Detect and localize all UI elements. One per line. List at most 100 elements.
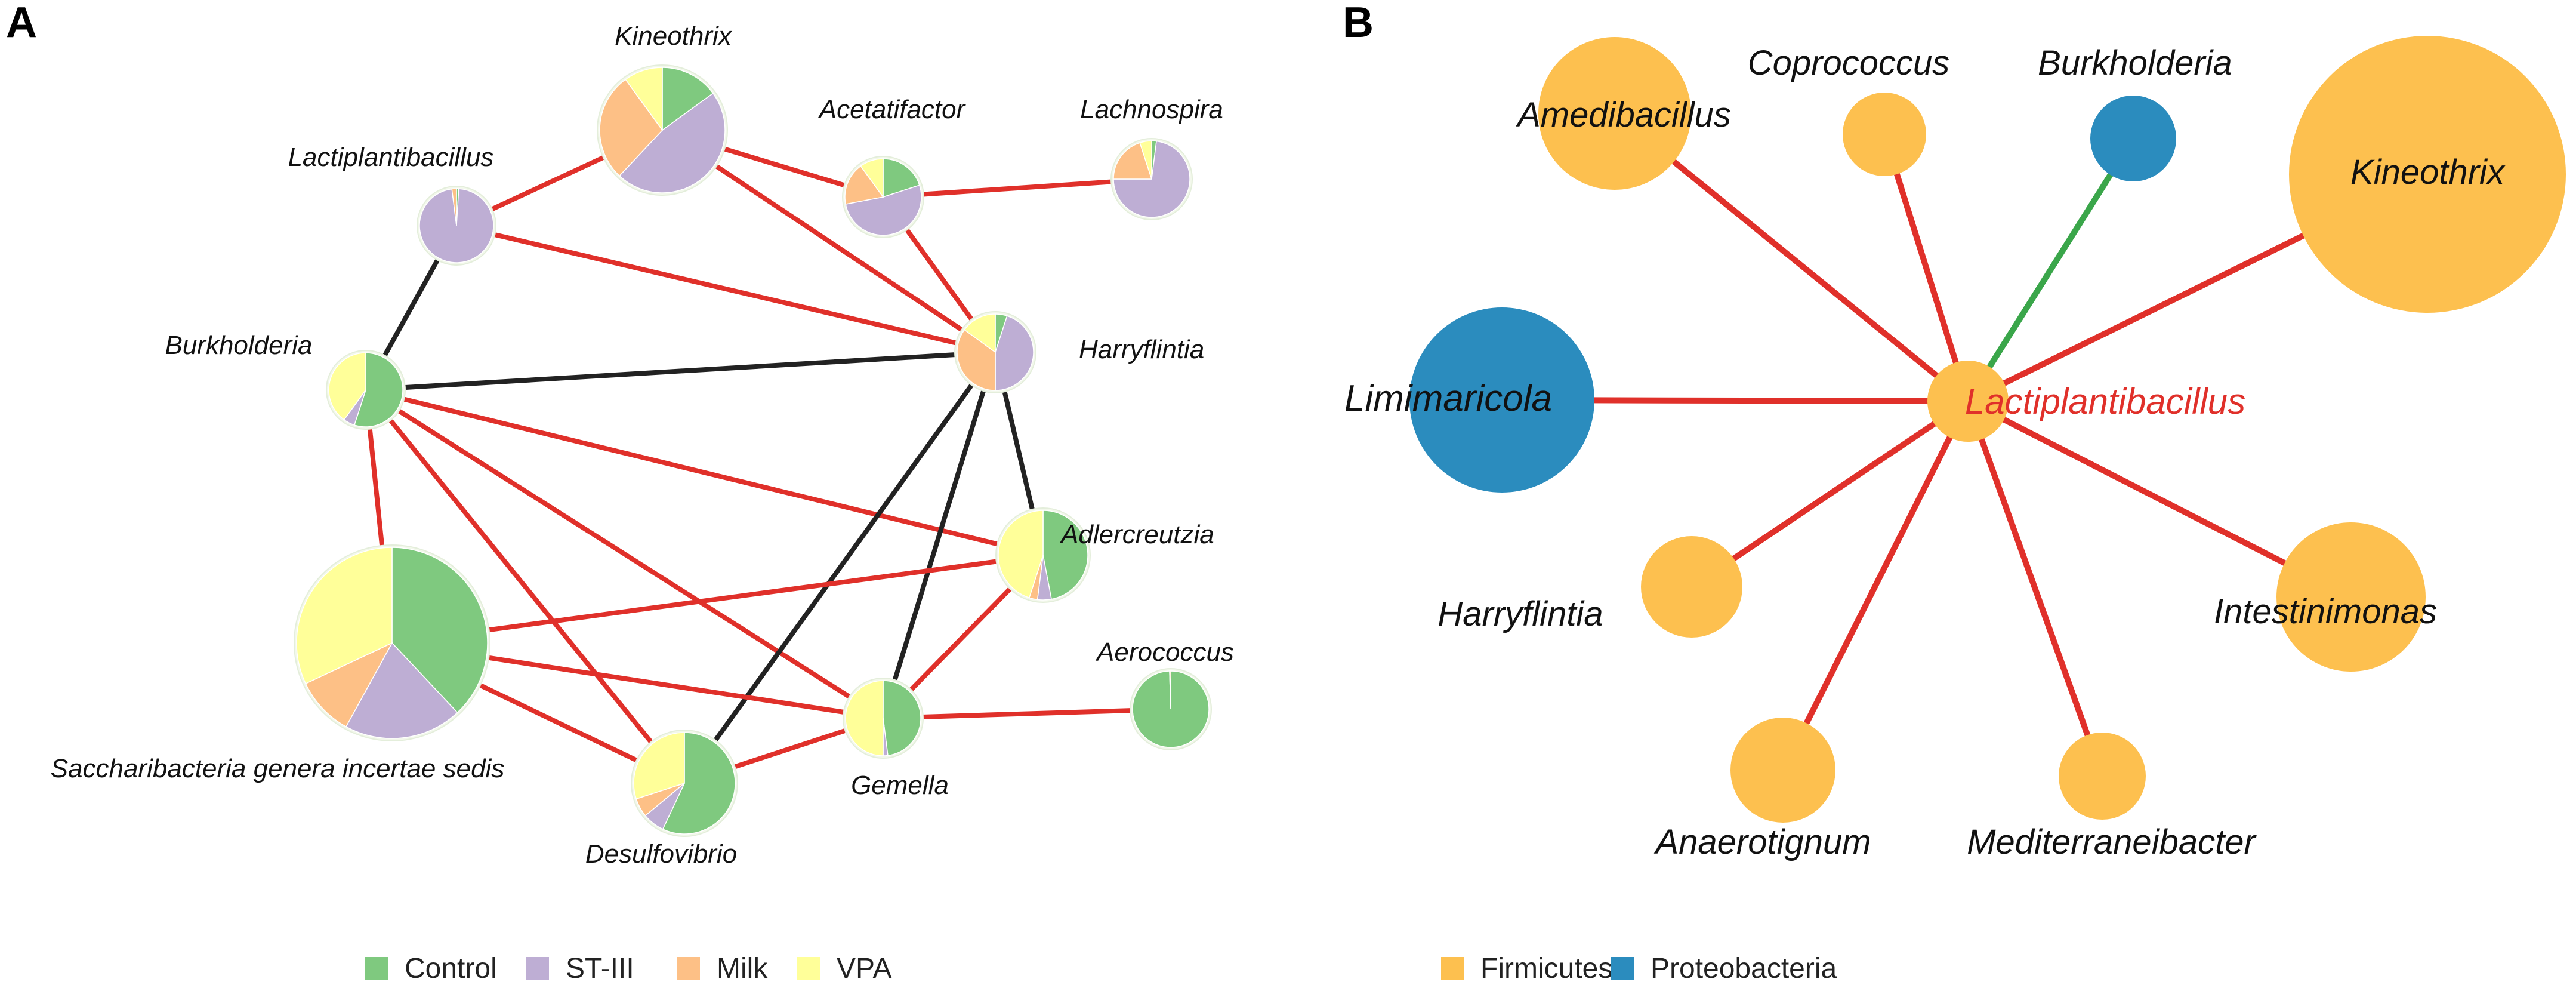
node-label-lactiplantibacillus: Lactiplantibacillus: [288, 143, 494, 172]
legend-label: Control: [405, 953, 497, 984]
pie-node-burkholderia: [326, 350, 406, 430]
node-label-gemella: Gemella: [851, 771, 949, 800]
legend-label: Firmicutes: [1480, 953, 1612, 984]
node-center-lactiplantibacillus: [1927, 361, 2009, 442]
legend-swatch: [797, 957, 820, 980]
pie-slice-st-iii: [995, 315, 1034, 391]
node-label-burkholderia: Burkholderia: [2038, 44, 2232, 82]
node-label-burkholderia: Burkholderia: [165, 331, 312, 360]
node-label-mediterraneibacter: Mediterraneibacter: [1967, 823, 2257, 861]
edge-lactiplantibacillus-coprococcus: [1881, 133, 1971, 402]
node-label-kineothrix: Kineothrix: [2350, 153, 2506, 192]
edge-lactiplantibacillus-burkholderia: [1965, 137, 2136, 403]
legend-item-st-iii: ST-III: [526, 953, 634, 984]
panel-b-letter: B: [1343, 0, 1374, 47]
legend-label: ST-III: [566, 953, 634, 984]
node-burkholderia: [2090, 96, 2176, 181]
edge-ace-lac: [883, 177, 1152, 199]
edge-gem-aer: [883, 707, 1171, 721]
legend-label: Milk: [717, 953, 768, 984]
edge-bur-des: [363, 388, 687, 785]
panel-b-edges: [1501, 111, 2429, 777]
edge-har-gem: [881, 351, 998, 719]
pie-slice-control: [1042, 510, 1088, 600]
pie-slice-milk: [451, 188, 457, 226]
node-label-anaerotignum: Anaerotignum: [1653, 823, 1871, 861]
pie-node-lachnospira: [1110, 138, 1193, 220]
panel-a-letter: A: [6, 0, 37, 47]
node-label-amedibacillus: Amedibacillus: [1516, 96, 1731, 134]
pie-slice-st-iii: [619, 93, 726, 193]
pie-node-gemella: [843, 678, 924, 759]
edge-lactiplantibacillus-mediterraneibacter: [1965, 400, 2105, 777]
panel-a-nodes: [294, 64, 1212, 837]
pie-slice-vpa: [998, 510, 1044, 599]
pie-node-kineothrix: [597, 64, 728, 196]
pie-slice-control: [883, 158, 920, 198]
pie-slice-control: [391, 547, 488, 713]
pie-slice-vpa: [845, 680, 884, 756]
pie-slice-vpa: [964, 313, 996, 353]
legend-swatch: [1611, 957, 1634, 980]
node-label-intestinimonas: Intestinimonas: [2214, 592, 2437, 631]
pie-node-acetatifactor: [842, 156, 924, 238]
edge-bur-gem: [364, 387, 885, 721]
pie-slice-control: [662, 67, 714, 131]
panel-a-edges: [363, 128, 1171, 786]
pie-slice-st-iii: [345, 642, 458, 739]
node-harryflintia: [1641, 536, 1742, 638]
pie-slice-vpa: [328, 352, 366, 421]
legend-item-vpa: VPA: [797, 953, 891, 984]
pie-slice-milk: [1169, 670, 1171, 710]
node-coprococcus: [1843, 93, 1926, 176]
node-mediterraneibacter: [2059, 733, 2146, 820]
legend-item-firmicutes: Firmicutes: [1441, 953, 1612, 984]
node-kineothrix: [2289, 36, 2566, 313]
node-label-harryflintia: Harryflintia: [1437, 595, 1603, 633]
edge-bur-adl: [365, 387, 1044, 558]
edge-lpb-har: [456, 223, 996, 355]
pie-slice-control: [353, 352, 403, 427]
pie-node-harryflintia: [954, 311, 1036, 393]
edge-bur-har: [365, 350, 996, 392]
edge-sac-adl: [391, 553, 1044, 645]
pie-node-aerococcus: [1130, 668, 1212, 750]
node-limimaricola: [1409, 307, 1594, 493]
edge-kin-har: [661, 128, 997, 355]
pie-slice-milk: [1113, 142, 1153, 180]
node-label-harryflintia: Harryflintia: [1079, 335, 1204, 364]
node-label-saccharibacteria-genera-incertae-sedis: Saccharibacteria genera incertae sedis: [51, 754, 505, 783]
edge-lactiplantibacillus-anaerotignum: [1780, 399, 1971, 772]
node-label-center-lactiplantibacillus: Lactiplantibacillus: [1965, 381, 2245, 421]
pie-node-lactiplantibacillus: [417, 186, 496, 266]
node-amedibacillus: [1538, 37, 1691, 190]
legend-swatch: [677, 957, 700, 980]
pie-slice-milk: [844, 165, 884, 205]
node-label-coprococcus: Coprococcus: [1748, 44, 1949, 82]
node-label-acetatifactor: Acetatifactor: [817, 95, 967, 124]
panel-b-labels: Amedibacillus Coprococcus BurkholderiaKine…: [1344, 44, 2506, 861]
pie-slice-control: [883, 680, 921, 756]
legend-item-control: Control: [365, 953, 497, 984]
pie-node-saccharibacteria-genera-incertae-sedis: [294, 544, 490, 741]
pie-node-desulfovibrio: [631, 730, 738, 837]
pie-slice-vpa: [860, 158, 884, 199]
pie-slice-st-iii: [845, 184, 922, 236]
pie-slice-vpa: [1139, 140, 1152, 180]
node-label-kineothrix: Kineothrix: [615, 21, 733, 51]
node-intestinimonas: [2276, 522, 2426, 672]
pie-slice-vpa: [633, 732, 685, 800]
pie-slice-vpa: [625, 67, 663, 132]
pie-slice-milk: [305, 642, 393, 728]
legend-swatch: [365, 957, 388, 980]
node-label-lachnospira: Lachnospira: [1080, 95, 1223, 124]
node-label-adlercreutzia: Adlercreutzia: [1059, 520, 1214, 549]
panel-b-nodes: [1409, 36, 2566, 823]
edge-lactiplantibacillus-harryflintia: [1690, 398, 1970, 590]
node-label-aerococcus: Aerococcus: [1095, 638, 1234, 667]
pie-slice-milk: [599, 79, 663, 177]
panel-b: B Amedibacillus Coprococcus BurkholderiaKi…: [1343, 0, 2566, 984]
